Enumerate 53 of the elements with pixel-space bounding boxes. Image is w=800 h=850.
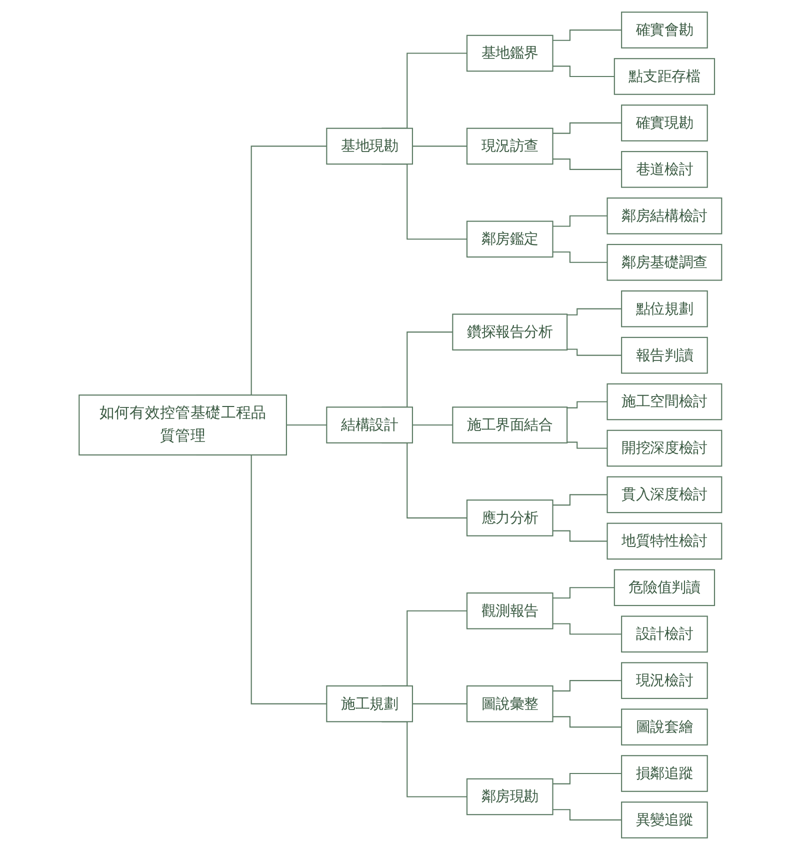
node-box: 觀測報告	[466, 592, 553, 630]
connector	[566, 442, 607, 449]
connector	[552, 530, 607, 542]
node-box: 施工界面結合	[452, 406, 568, 444]
connector	[552, 623, 622, 635]
connector	[552, 30, 622, 41]
node-box: 施工空間檢討	[606, 383, 722, 420]
node-box: 點支距存檔	[613, 58, 715, 95]
connector	[552, 66, 614, 78]
node-box: 應力分析	[466, 500, 553, 536]
node-box: 設計檢討	[620, 616, 708, 652]
node-box: 結構設計	[326, 406, 413, 444]
node-box: 基地鑑界	[466, 34, 553, 72]
node-box: 鄰房鑑定	[466, 220, 553, 258]
node-box: 現況檢討	[620, 662, 708, 699]
connector	[412, 146, 467, 147]
node-box: 異變追蹤	[620, 802, 708, 838]
node-box: 地質特性檢討	[606, 522, 722, 560]
node-box: 鄰房基礎調查	[606, 244, 722, 281]
node-box: 基地現勘	[326, 128, 413, 165]
connector	[552, 494, 607, 506]
connector	[552, 809, 622, 820]
connector	[566, 348, 622, 356]
connector	[566, 308, 622, 316]
connector	[412, 703, 467, 704]
connector	[552, 252, 607, 263]
node-box: 開挖深度檢討	[606, 430, 722, 467]
connector	[566, 401, 607, 408]
node-box: 鄰房現勘	[466, 778, 553, 816]
connector	[412, 424, 452, 426]
connector	[552, 122, 622, 134]
node-box: 施工規劃	[326, 685, 413, 722]
connector	[552, 215, 607, 227]
connector	[552, 772, 622, 784]
node-box: 危險值判讀	[613, 569, 715, 606]
connector	[552, 158, 622, 170]
connector	[286, 424, 326, 426]
node-box: 現況訪查	[466, 128, 553, 165]
node-box: 貫入深度檢討	[606, 476, 722, 514]
node-box: 報告判讀	[620, 336, 708, 374]
node-box: 損鄰追蹤	[620, 755, 708, 792]
node-box: 確實會勘	[620, 12, 708, 48]
node-box: 圖說套繪	[620, 708, 708, 746]
connector	[552, 587, 614, 598]
node-box: 鄰房結構檢討	[606, 198, 722, 234]
node-box: 確實現勘	[620, 104, 708, 142]
node-box: 如何有效控管基礎工程品質管理	[78, 394, 287, 456]
connector	[552, 680, 622, 692]
node-box: 點位規劃	[620, 290, 708, 328]
node-box: 圖說彙整	[466, 685, 553, 722]
node-box: 巷道檢討	[620, 151, 708, 188]
connector	[552, 716, 622, 728]
node-box: 鑽探報告分析	[452, 314, 568, 350]
